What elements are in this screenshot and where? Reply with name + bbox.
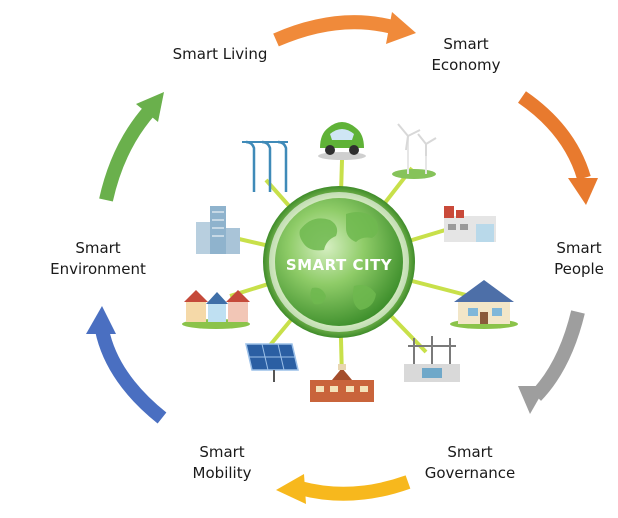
wind-turbine-icon xyxy=(392,123,437,179)
label-smart-governance: Smart Governance xyxy=(408,442,532,484)
factory-icon xyxy=(444,206,496,242)
power-substation-icon xyxy=(404,336,460,382)
smart-environment-line2: Environment xyxy=(50,260,146,278)
house-icon xyxy=(450,280,518,329)
school-building-icon xyxy=(310,364,374,402)
smart-mobility-line2: Mobility xyxy=(192,464,252,482)
arrow-people-to-governance xyxy=(518,310,585,414)
label-smart-people: Smart People xyxy=(546,238,612,280)
label-smart-mobility: Smart Mobility xyxy=(176,442,268,484)
smart-economy-line2: Economy xyxy=(431,56,501,74)
smart-governance-line2: Governance xyxy=(424,464,516,482)
smart-economy-line1: Smart xyxy=(443,35,489,53)
arrow-living-to-economy xyxy=(273,12,416,47)
townhouses-icon xyxy=(182,290,250,329)
arrow-environment-to-living xyxy=(99,92,164,202)
smart-people-line2: People xyxy=(554,260,604,278)
smart-people-line1: Smart xyxy=(556,239,602,257)
label-smart-economy: Smart Economy xyxy=(418,34,514,76)
smart-living-line1: Smart Living xyxy=(172,45,268,63)
smart-governance-line1: Smart xyxy=(447,443,493,461)
solar-panel-icon xyxy=(245,343,299,382)
office-buildings-icon xyxy=(196,206,240,254)
center-label: SMART CITY xyxy=(286,256,393,274)
smart-city-globe: SMART CITY xyxy=(263,186,415,338)
label-smart-living: Smart Living xyxy=(162,44,278,65)
arrow-mobility-to-environment xyxy=(86,306,167,424)
power-pylon-icon xyxy=(242,140,288,192)
arrow-governance-to-mobility xyxy=(276,474,411,504)
electric-car-icon xyxy=(318,122,366,160)
smart-mobility-line1: Smart xyxy=(199,443,245,461)
label-smart-environment: Smart Environment xyxy=(36,238,160,280)
smart-environment-line1: Smart xyxy=(75,239,121,257)
arrow-economy-to-people xyxy=(517,91,598,205)
